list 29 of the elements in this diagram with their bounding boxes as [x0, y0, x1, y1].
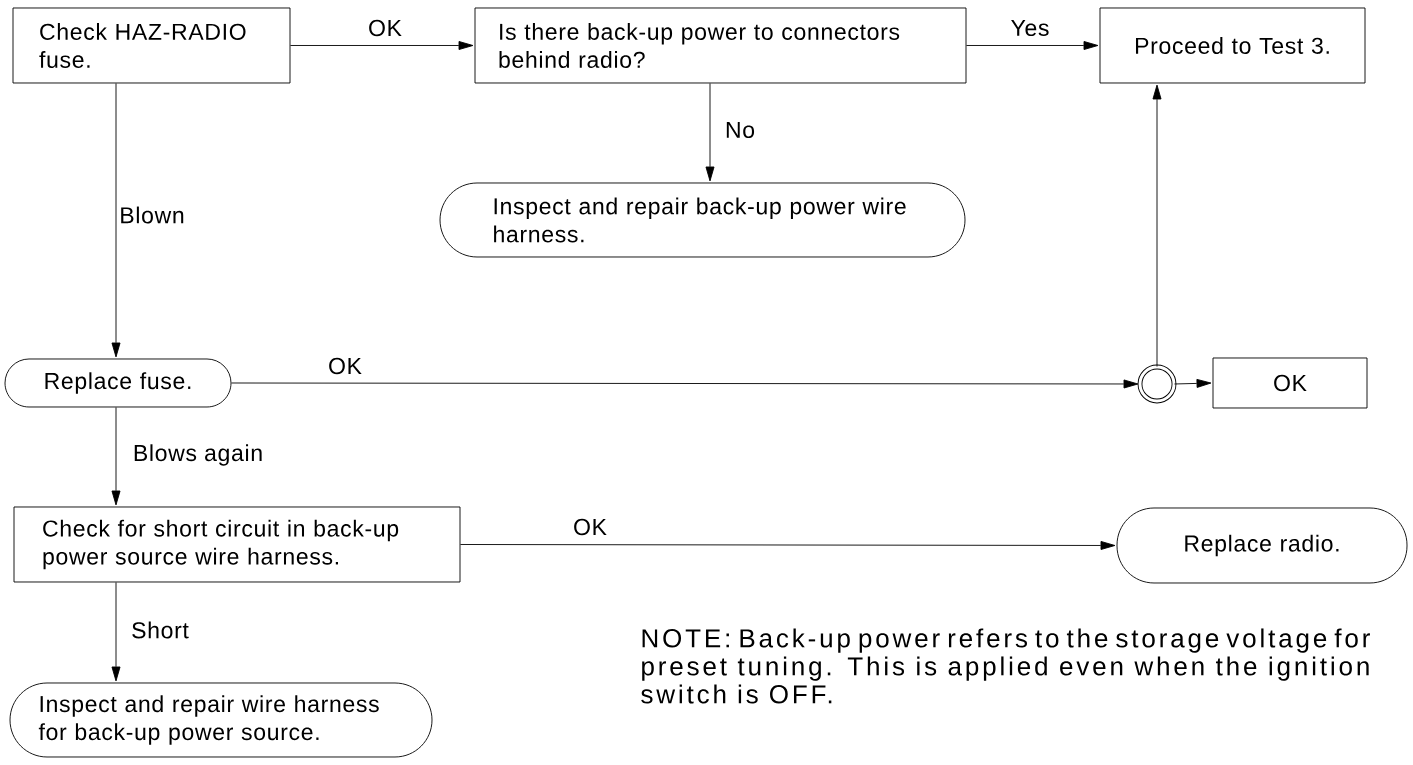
process-box: Check HAZ-RADIO fuse.: [12, 7, 291, 84]
arrow: [111, 407, 121, 506]
process-box: Check for short circuit in back-up power source wire harness.: [13, 506, 461, 583]
connector-circle: [1137, 364, 1177, 404]
terminal-box: Inspect and repair back-up power wire harness.: [439, 182, 966, 258]
arrow: [460, 541, 1116, 550]
process-box: Proceed to Test 3.: [1099, 7, 1366, 84]
arrow: [290, 41, 474, 50]
terminal-box: Inspect and repair wire harness for back-up power source.: [9, 682, 433, 758]
terminal-box: Replace fuse.: [4, 358, 232, 408]
arrow: [111, 83, 121, 358]
terminal-box: Replace radio.: [1116, 507, 1408, 584]
arrow: [111, 582, 121, 682]
edge-label: Short: [130, 620, 190, 640]
process-box: OK: [1212, 357, 1368, 409]
arrow: [1174, 378, 1212, 388]
edge-label: Yes: [1009, 18, 1051, 37]
arrow: [966, 41, 1099, 50]
edge-label: Blows again: [131, 443, 265, 467]
process-box: Is there back-up power to connectors behind radio?: [474, 7, 967, 84]
edge-label: OK: [327, 356, 363, 376]
arrow: [1152, 84, 1162, 367]
edge-label: OK: [572, 517, 608, 537]
arrow: [705, 83, 715, 182]
arrow: [231, 379, 1139, 389]
note-text: NOTE: Back-up power refers to the storage voltage for preset tuning. This is applied even when the ignition switch is OFF.: [641, 628, 1370, 704]
edge-label: OK: [367, 18, 403, 38]
edge-label: No: [723, 120, 757, 139]
edge-label: Blown: [118, 205, 186, 225]
